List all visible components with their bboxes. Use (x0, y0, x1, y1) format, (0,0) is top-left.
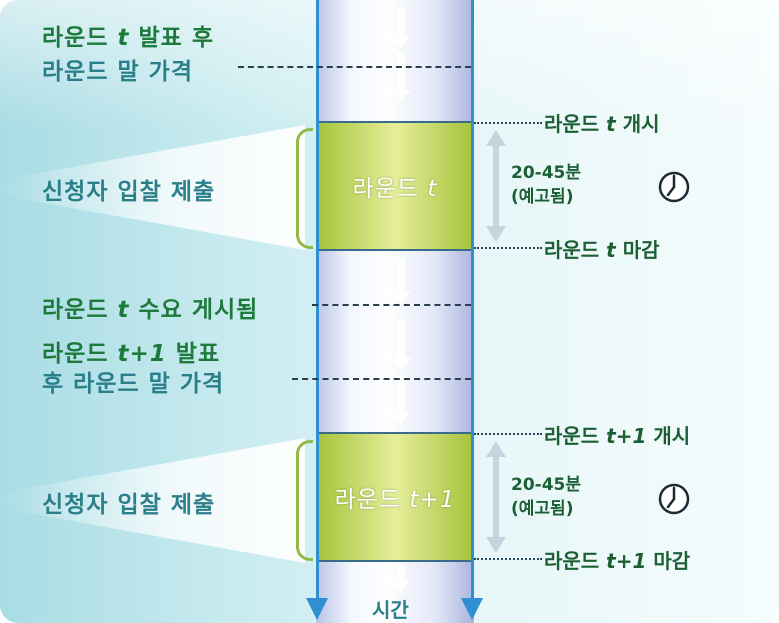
round-t1-open-leader (474, 433, 542, 435)
column-right-edge (471, 0, 474, 605)
round-t1-label: 라운드 t+1 (334, 487, 456, 513)
flow-arrow (391, 52, 411, 102)
duration-note-1: (예고됨) (511, 187, 574, 207)
next-announce-line2: 후 라운드 말 가격 (42, 371, 225, 397)
column-left-edge (316, 0, 319, 605)
demand-posted-label: 라운드 t 수요 게시됨 (42, 297, 259, 323)
round-t-open-label: 라운드 t 개시 (544, 112, 660, 136)
duration-note-2: (예고됨) (511, 499, 574, 519)
top-price-leader (238, 66, 471, 68)
round-t1-close-leader (474, 558, 542, 560)
bidder-submission-label-1: 신청자 입찰 제출 (42, 179, 216, 205)
round-t-close-label: 라운드 t 마감 (544, 238, 660, 262)
time-arrow-right (461, 598, 483, 620)
top-announce-line2: 라운드 말 가격 (42, 59, 193, 85)
duration-2: 20-45분 (511, 475, 582, 495)
bracket-round-2 (296, 440, 313, 561)
top-announce-line1: 라운드 t 발표 후 (42, 25, 214, 51)
bidder-submission-label-2: 신청자 입찰 제출 (42, 492, 216, 518)
round-t-close-leader (474, 247, 542, 249)
round-t1-open-label: 라운드 t+1 개시 (544, 424, 691, 448)
round-t1-close-label: 라운드 t+1 마감 (544, 549, 691, 573)
next-price-leader (292, 378, 471, 380)
clock-icon (658, 483, 690, 515)
flow-arrow (391, 320, 411, 370)
flow-arrow (391, 376, 411, 424)
flow-arrow (391, 566, 411, 592)
duration-1: 20-45분 (511, 163, 582, 183)
duration-arrow-1 (486, 130, 506, 242)
clock-icon (658, 171, 690, 203)
round-t-box: 라운드 t (319, 121, 471, 251)
flow-arrow (391, 8, 411, 48)
round-t-label: 라운드 t (352, 176, 438, 202)
bracket-round-1 (296, 128, 313, 249)
round-t-open-leader (474, 122, 542, 124)
time-axis-label: 시간 (372, 598, 409, 622)
next-announce-line1: 라운드 t+1 발표 (42, 341, 221, 367)
round-t1-box: 라운드 t+1 (319, 432, 471, 562)
demand-posted-leader (312, 304, 471, 306)
flow-arrow (391, 258, 411, 303)
duration-arrow-2 (486, 441, 506, 553)
time-arrow-left (306, 598, 328, 620)
